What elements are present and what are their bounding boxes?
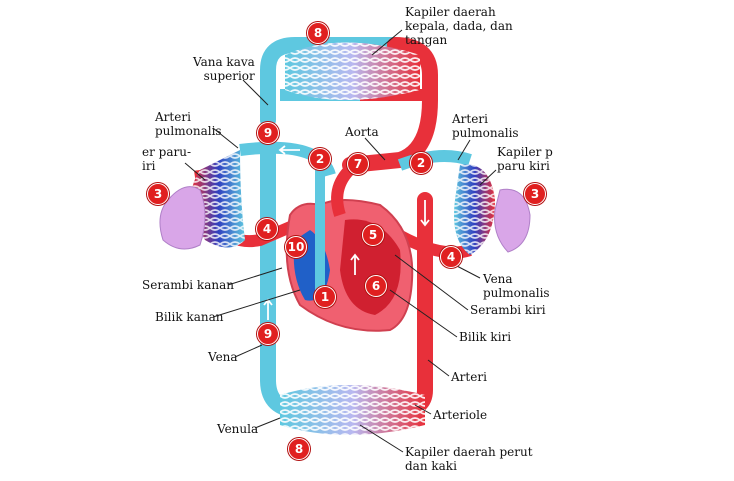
badge-4-right: 4: [440, 246, 462, 268]
label-vena: Vena: [208, 350, 238, 364]
label-arteri: Arteri: [451, 370, 487, 384]
label-serambi-kiri: Serambi kiri: [470, 303, 546, 317]
left-lung: [159, 186, 206, 250]
label-aorta: Aorta: [345, 125, 379, 139]
label-kapiler-paru-kanan: Kapiler p paru kiri: [497, 145, 553, 173]
badge-2-right: 2: [410, 152, 432, 174]
label-bilik-kanan: Bilik kanan: [155, 310, 224, 324]
label-vana-kava-superior: Vana kava superior: [193, 55, 255, 83]
badge-2-left: 2: [309, 148, 331, 170]
badge-9-top: 9: [257, 122, 279, 144]
label-kapiler-paru-kiri: er paru- iri: [142, 145, 192, 173]
badge-3-left: 3: [147, 183, 169, 205]
badge-10: 10: [285, 236, 307, 258]
label-arteriole: Arteriole: [433, 408, 488, 422]
badge-8-top: 8: [307, 22, 329, 44]
label-bilik-kiri: Bilik kiri: [459, 330, 512, 344]
badge-4-left: 4: [256, 218, 278, 240]
badge-5: 5: [362, 224, 384, 246]
right-lung: [494, 188, 531, 253]
badge-1: 1: [314, 286, 336, 308]
label-vena-pulmonalis: Vena pulmonalis: [483, 272, 550, 300]
label-kapiler-kepala-dada-tangan: Kapiler daerah kepala, dada, dan tangan: [405, 5, 513, 47]
badge-9-bottom: 9: [257, 323, 279, 345]
badge-6: 6: [365, 275, 387, 297]
label-arteri-pulmonalis-kiri: Arteri pulmonalis: [155, 110, 222, 138]
lower-capillary-bed: [280, 385, 425, 435]
label-serambi-kanan: Serambi kanan: [142, 278, 234, 292]
label-venula: Venula: [217, 422, 259, 436]
badge-3-right: 3: [524, 183, 546, 205]
label-kapiler-perut-kaki: Kapiler daerah perut dan kaki: [405, 445, 533, 473]
badge-7: 7: [347, 153, 369, 175]
badge-8-bottom: 8: [288, 438, 310, 460]
label-arteri-pulmonalis-kanan: Arteri pulmonalis: [452, 112, 519, 140]
upper-capillary-bed: [285, 42, 420, 100]
